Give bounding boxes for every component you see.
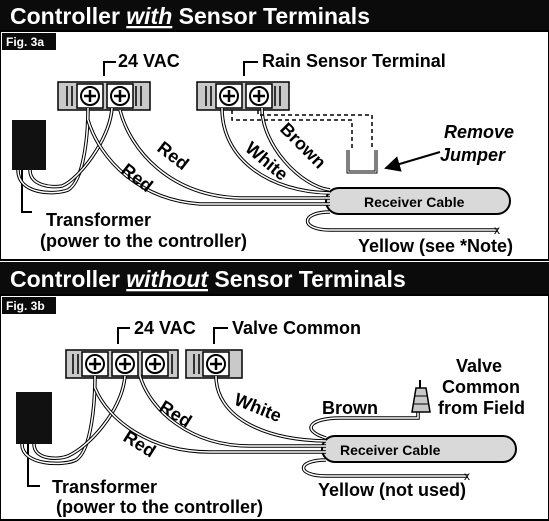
panel-b-transformer-note: (power to the controller) <box>56 497 263 517</box>
panel-b-valve-common-label: Valve Common <box>232 318 361 338</box>
screw-terminal-icon <box>111 351 139 377</box>
panel-b-valve-line1: Valve <box>456 356 502 376</box>
panel-b-wire-red-2: Red <box>156 396 195 431</box>
panel-b-fig-label: Fig. 3b <box>6 299 45 313</box>
panel-a-receiver-cable: Receiver Cable <box>325 187 511 215</box>
panel-a-24vac-leader <box>103 61 116 76</box>
screw-terminal-icon <box>202 351 230 377</box>
panel-b-valve-line3: from Field <box>438 398 525 418</box>
jumper-icon <box>346 150 378 174</box>
panel-a-fig-label: Fig. 3a <box>6 35 44 49</box>
panel-b-wire-red-1: Red <box>120 426 159 461</box>
panel-a-transformer-note: (power to the controller) <box>40 231 247 251</box>
panel-b-valve-leader <box>213 327 228 344</box>
panel-a-rain-leader <box>243 61 258 76</box>
transformer-icon <box>16 392 52 444</box>
panel-a-rain-sensor-terminal <box>196 81 290 111</box>
panel-b-frame <box>0 294 549 521</box>
panel-b-transformer-label: Transformer <box>52 477 157 497</box>
wire-nut-icon <box>411 380 431 413</box>
panel-b-yellow-note: Yellow (not used) <box>318 480 466 500</box>
panel-b-valve-common-terminal <box>185 349 243 379</box>
screw-terminal-icon <box>215 83 243 109</box>
panel-a-rain-label: Rain Sensor Terminal <box>262 51 446 71</box>
panel-b-header: Controller without Sensor Terminals <box>10 266 406 292</box>
panel-b-receiver-label: Receiver Cable <box>340 442 441 458</box>
panel-a-receiver-label: Receiver Cable <box>364 194 465 210</box>
screw-terminal-icon <box>245 83 273 109</box>
panel-a-header: Controller with Sensor Terminals <box>10 3 370 29</box>
panel-b-wire-white: White <box>232 389 285 426</box>
panel-b-24vac-label: 24 VAC <box>134 318 196 338</box>
panel-b-valve-line2: Common <box>442 377 520 397</box>
panel-b-receiver-cable: Receiver Cable <box>321 435 517 463</box>
panel-a: Controller with Sensor Terminals Fig. 3a <box>0 0 549 261</box>
panel-b-fig-tag <box>2 297 56 314</box>
panel-b-24vac-terminal <box>65 349 179 379</box>
panel-b: Controller without Sensor Terminals Fig.… <box>0 262 549 521</box>
panel-a-frame <box>0 30 549 261</box>
panel-a-cut-mark: x <box>494 223 500 237</box>
screw-terminal-icon <box>141 351 169 377</box>
screw-terminal-icon <box>106 83 134 109</box>
panel-b-cut-mark: x <box>464 469 470 483</box>
transformer-icon <box>12 120 46 170</box>
panel-a-header-bar <box>0 0 549 31</box>
screw-terminal-icon <box>81 351 109 377</box>
panel-a-jumper-label: Jumper <box>440 145 506 165</box>
screw-terminal-icon <box>76 83 104 109</box>
panel-a-24vac-terminal <box>57 81 151 111</box>
panel-a-24vac-label: 24 VAC <box>118 51 180 71</box>
panel-a-fig-tag <box>2 33 56 50</box>
panel-a-yellow-note: Yellow (see *Note) <box>358 236 513 256</box>
panel-a-transformer-label: Transformer <box>46 210 151 230</box>
panel-b-header-bar <box>0 262 549 295</box>
panel-a-remove-label: Remove <box>444 122 514 142</box>
panel-b-24vac-leader <box>117 327 130 344</box>
panel-b-wire-brown: Brown <box>322 398 378 418</box>
